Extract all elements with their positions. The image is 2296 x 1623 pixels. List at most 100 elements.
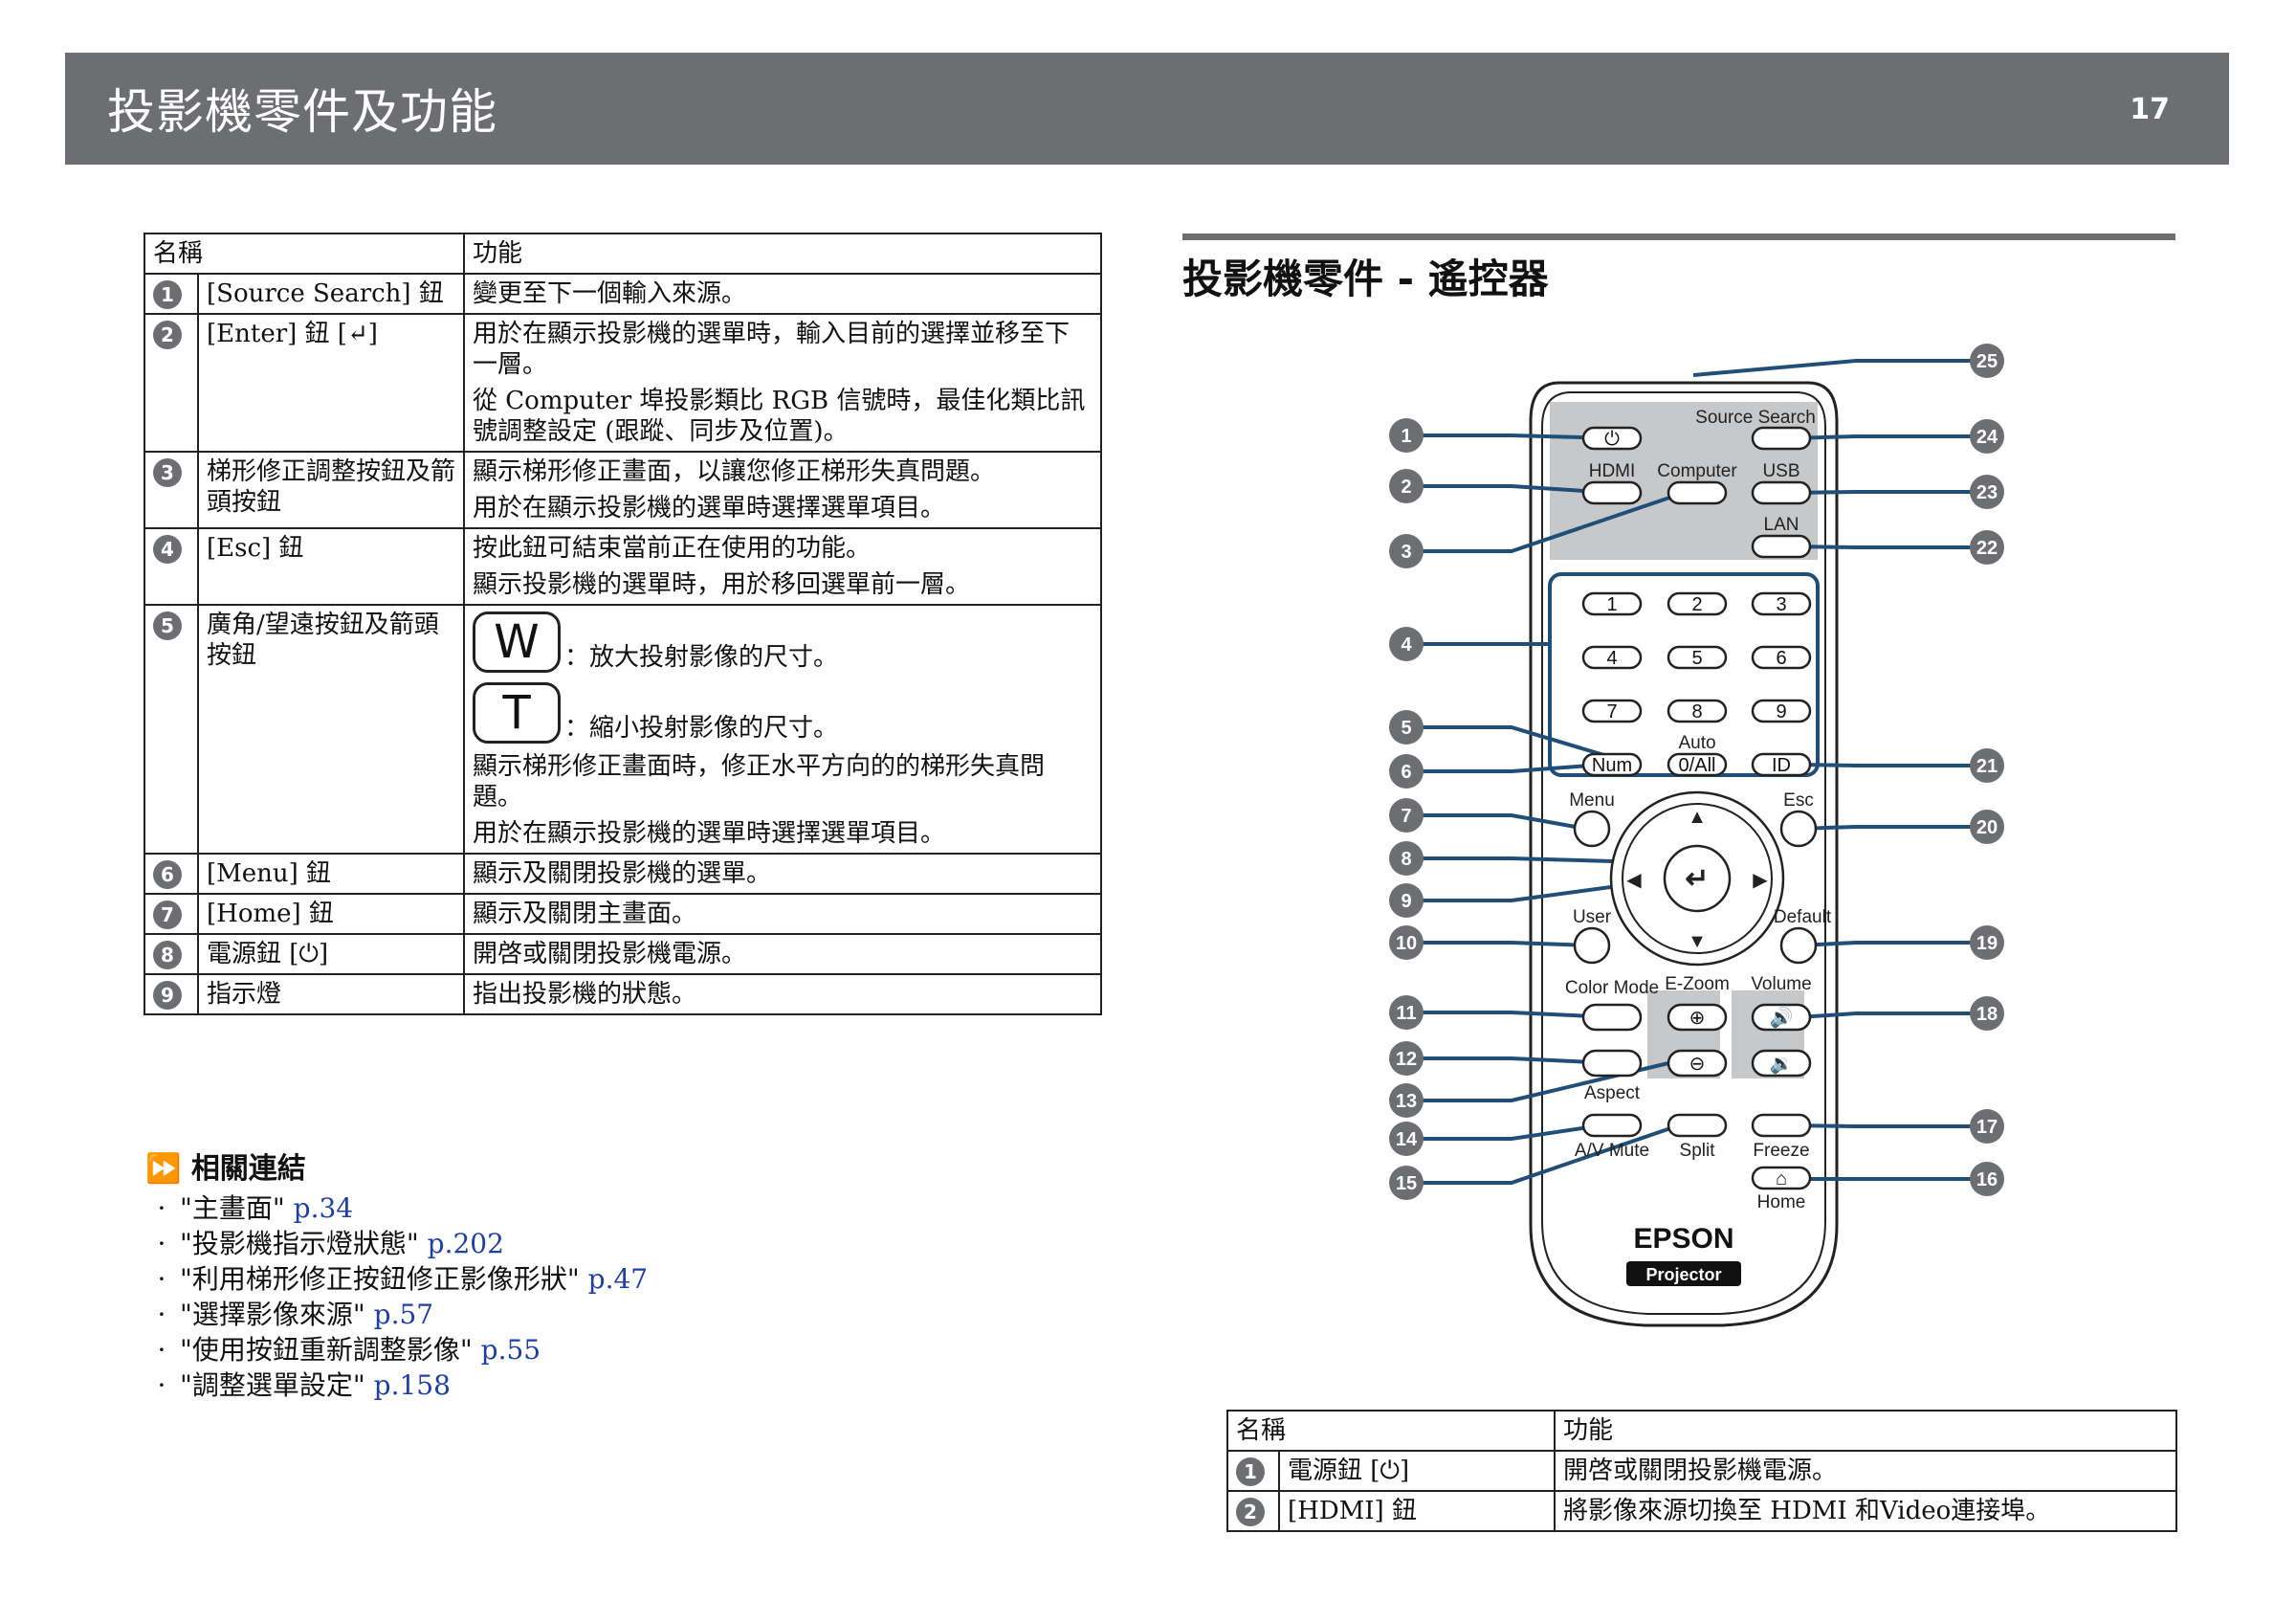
list-item[interactable]: ·"投影機指示燈狀態" p.202	[144, 1226, 648, 1261]
callout-line	[1798, 825, 1985, 831]
callout-line	[1798, 763, 1985, 767]
label-esc: Esc	[1783, 790, 1814, 811]
number-key-glyph: 4	[1606, 648, 1617, 669]
volume-up-button-glyph: 🔊	[1770, 1006, 1794, 1029]
callout-line	[1408, 1123, 1602, 1141]
link-text: "利用梯形修正按鈕修正影像形狀"	[180, 1263, 580, 1295]
page-link[interactable]: p.47	[587, 1263, 649, 1295]
callout-number: 8	[1401, 849, 1411, 870]
page-link[interactable]: p.34	[293, 1192, 354, 1224]
callout-number: 3	[1401, 542, 1411, 563]
label-source-search: Source Search	[1695, 408, 1816, 428]
callout-lines	[1408, 359, 1985, 1185]
list-item[interactable]: ·"選擇影像來源" p.57	[144, 1297, 648, 1332]
callout-number: 2	[153, 321, 182, 349]
label-hdmi: HDMI	[1589, 461, 1636, 481]
callout-number: 7	[153, 900, 182, 929]
number-key	[1751, 591, 1812, 616]
callout-number: 14	[1396, 1129, 1418, 1150]
label-usb: USB	[1762, 461, 1799, 481]
number-key	[1667, 699, 1728, 723]
callout-number: 4	[153, 535, 182, 564]
callout-badge	[1970, 748, 2004, 783]
number-key	[1667, 591, 1728, 616]
callout-badge	[1970, 1109, 2004, 1144]
callout-badge	[1970, 996, 2004, 1031]
right-arrow-icon: ▶	[1753, 870, 1768, 891]
remote-parts-table: 名稱 功能 1 電源鈕 [⏻] 開啓或關閉投影機電源。 2 [HDMI] 鈕 將…	[1225, 1410, 2178, 1532]
callout-badge	[1389, 418, 1424, 453]
link-text: "調整選單設定"	[180, 1369, 365, 1401]
part-function: 顯示梯形修正畫面時，修正水平方向的的梯形失真問題。	[473, 752, 1046, 812]
callout-line	[1408, 763, 1604, 773]
section-rule	[1182, 233, 2175, 240]
label-ezoom: E-Zoom	[1665, 974, 1730, 994]
label-av-mute: A/V Mute	[1575, 1141, 1649, 1161]
table-row: 2 [Enter] 鈕 [↵] 用於在顯示投影機的選單時，輸入目前的選擇並移至下…	[144, 313, 1103, 453]
page-link[interactable]: p.158	[373, 1369, 451, 1401]
list-item[interactable]: ·"主畫面" p.34	[144, 1190, 648, 1226]
list-item[interactable]: ·"利用梯形修正按鈕修正影像形狀" p.47	[144, 1261, 649, 1297]
callout-number: 2	[1236, 1498, 1265, 1526]
double-arrow-icon: ⏩	[145, 1152, 182, 1186]
lan-button	[1751, 534, 1812, 559]
bullet-icon: ·	[157, 1369, 166, 1401]
label-home: Home	[1757, 1192, 1806, 1212]
zero-all-button-glyph: 0/All	[1679, 755, 1716, 776]
part-name: [Menu] 鈕	[196, 853, 466, 895]
label-lan: LAN	[1764, 515, 1799, 535]
up-arrow-icon: ▲	[1688, 807, 1707, 828]
number-key-glyph: 8	[1691, 701, 1702, 723]
callout-line	[1788, 1123, 1985, 1128]
computer-button	[1667, 480, 1728, 505]
table-row: 1 電源鈕 [⏻] 開啓或關閉投影機電源。	[1226, 1450, 2178, 1492]
number-key	[1581, 591, 1643, 616]
part-function: 用於在顯示投影機的選單時選擇選單項目。	[473, 494, 946, 522]
arrow-ring-inner	[1622, 803, 1773, 954]
callout-badge	[1970, 810, 2004, 844]
link-text: "選擇影像來源"	[180, 1299, 365, 1330]
list-item[interactable]: ·"使用按鈕重新調整影像" p.55	[144, 1332, 648, 1367]
number-key	[1751, 699, 1812, 723]
split-button	[1667, 1113, 1728, 1138]
table-row: 9 指示燈 指出投影機的狀態。	[144, 973, 1103, 1015]
remote-body-inner	[1541, 391, 1826, 1315]
page-link[interactable]: p.55	[480, 1334, 541, 1366]
callout-number: 19	[1976, 933, 1998, 954]
table-row: 7 [Home] 鈕 顯示及關閉主畫面。	[144, 893, 1103, 935]
callout-line	[1798, 941, 1985, 947]
volume-down-button-glyph: 🔉	[1770, 1054, 1794, 1075]
callout-number: 25	[1976, 351, 1998, 372]
power-icon: ⏻	[1380, 1456, 1400, 1485]
callout-badge	[1970, 344, 2004, 378]
label-volume: Volume	[1751, 974, 1811, 994]
related-links-title: ⏩ 相關連結	[145, 1145, 648, 1187]
label-split: Split	[1680, 1141, 1716, 1161]
table-row: 2 [HDMI] 鈕 將影像來源切換至 HDMI 和Video連接埠。	[1226, 1490, 2178, 1532]
part-name: [Enter] 鈕 [↵]	[196, 313, 466, 453]
part-function: 開啓或關閉投影機電源。	[1554, 1450, 2178, 1492]
callout-line	[1408, 491, 1685, 553]
page-link[interactable]: p.57	[373, 1299, 434, 1330]
number-key	[1751, 645, 1812, 670]
part-function: 變更至下一個輸入來源。	[473, 279, 747, 308]
page-header: 投影機零件及功能 17	[65, 53, 2229, 165]
callout-number: 22	[1976, 538, 1998, 559]
page-link[interactable]: p.202	[427, 1228, 504, 1259]
table-header-row: 名稱 功能	[143, 233, 1103, 275]
label-aspect: Aspect	[1584, 1083, 1641, 1103]
callout-badge	[1389, 1166, 1424, 1200]
callout-line	[1408, 1123, 1680, 1185]
table-row: 6 [Menu] 鈕 顯示及關閉投影機的選單。	[144, 853, 1103, 895]
list-item[interactable]: · "調整選單設定" p.158	[144, 1367, 648, 1403]
callout-line	[1788, 434, 1985, 440]
callout-number: 6	[153, 860, 182, 889]
tele-key-text: ：縮小投射影像的尺寸。	[564, 714, 839, 743]
part-function: 開啓或關閉投影機電源。	[473, 940, 747, 968]
hdmi-button	[1581, 480, 1643, 505]
callout-number: 2	[1401, 477, 1411, 498]
callout-line	[1692, 359, 1985, 377]
ezoom-plus-button-glyph: ⊕	[1689, 1008, 1706, 1029]
bullet-icon: ·	[157, 1334, 166, 1366]
part-name-suffix: ]	[1400, 1456, 1410, 1485]
